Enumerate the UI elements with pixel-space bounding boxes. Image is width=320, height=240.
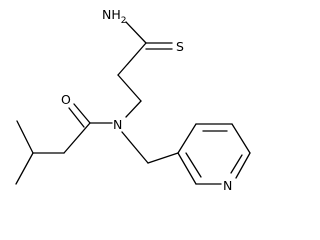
bond-n-ch2 — [121, 131, 149, 164]
amine-label: NH2 — [102, 7, 126, 26]
ring-bond-3 — [231, 123, 251, 154]
ring-bond-4 — [235, 152, 251, 179]
oxygen-label: O — [61, 92, 71, 107]
amide-nitrogen-label: N — [113, 117, 122, 132]
bond-ch-methyl-1 — [16, 120, 34, 154]
bond-ch2-ring — [147, 152, 179, 164]
ring-double-2 — [230, 154, 243, 174]
ring-double-3 — [185, 152, 202, 178]
pyridine-nitrogen-label: N — [223, 178, 232, 193]
ring-bond-6 — [177, 152, 197, 185]
chemical-structure-diagram: NH2 S O N N — [15, 7, 251, 193]
bond-thioamide-ch2 — [117, 42, 147, 76]
bond-ch2-ch2 — [117, 74, 142, 102]
sulfur-label: S — [176, 39, 184, 54]
bond-carbonyl-ch2 — [63, 122, 91, 154]
bond-c-o-1 — [73, 103, 91, 124]
bond-ch-methyl-2 — [15, 152, 34, 185]
bond-c-o-2 — [68, 107, 85, 128]
bond-ch2-n — [125, 100, 142, 118]
bond-c-nh2 — [125, 21, 147, 44]
ring-bond-1 — [177, 123, 197, 154]
